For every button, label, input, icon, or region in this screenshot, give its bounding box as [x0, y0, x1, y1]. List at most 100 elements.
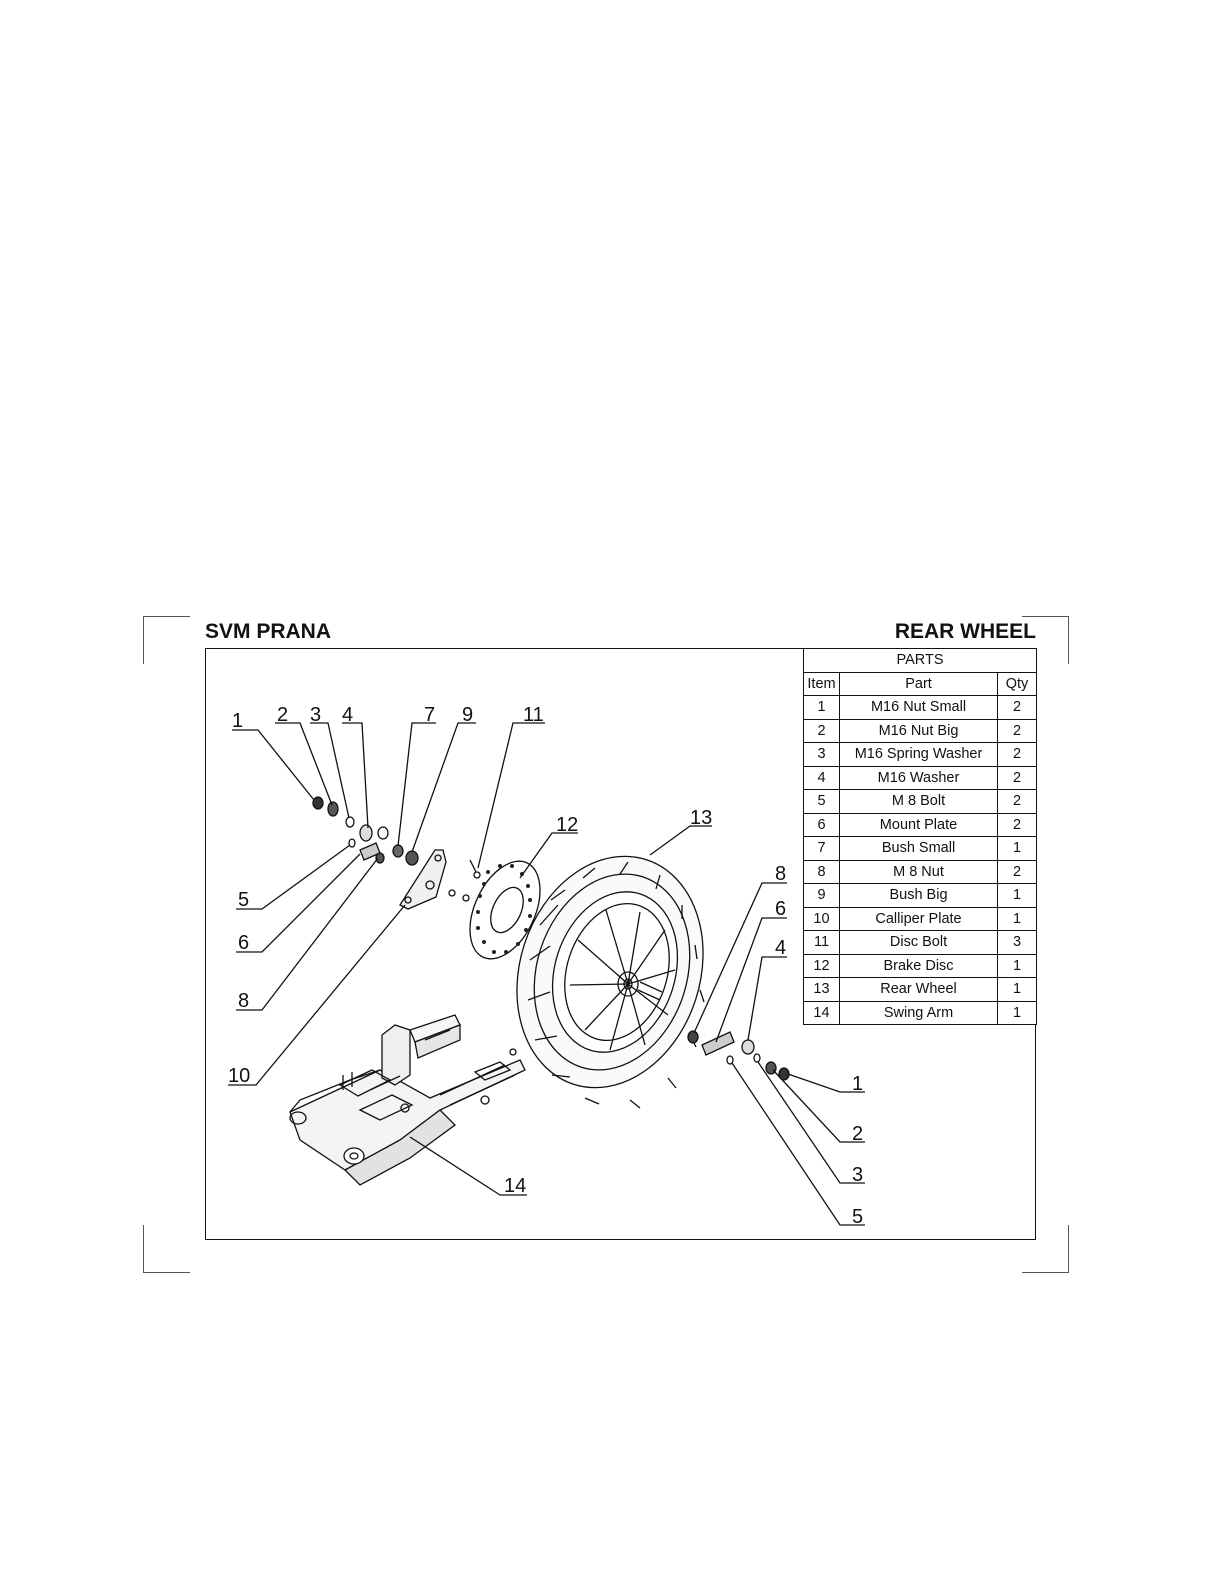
cell-part: Bush Small	[839, 836, 998, 861]
callout-label: 9	[462, 704, 473, 726]
callout-label: 3	[310, 704, 321, 726]
cell-qty: 1	[997, 906, 1037, 931]
callout-label: 14	[504, 1175, 526, 1197]
callout-label: 11	[523, 704, 544, 726]
cell-item: 4	[803, 765, 840, 790]
cell-item: 7	[803, 836, 840, 861]
parts-table-title-row: PARTS	[803, 648, 1037, 673]
crop-mark	[143, 1272, 190, 1273]
callout-label: 5	[238, 889, 249, 911]
callout-label: 2	[277, 704, 288, 726]
leader-lines	[228, 722, 865, 1226]
cell-qty: 2	[997, 718, 1037, 743]
crop-mark	[1068, 1225, 1069, 1273]
rear-wheel-part	[516, 855, 705, 1109]
cell-item: 6	[803, 812, 840, 837]
cell-item: 3	[803, 742, 840, 767]
cell-item: 8	[803, 859, 840, 884]
column-header-item: Item	[803, 671, 840, 696]
cell-qty: 1	[997, 883, 1037, 908]
cell-part: M16 Washer	[839, 765, 998, 790]
callout-label: 3	[852, 1164, 863, 1186]
calliper-plate-part	[399, 849, 447, 910]
parts-table-title: PARTS	[803, 648, 1037, 673]
crop-mark	[1022, 1272, 1069, 1273]
cell-qty: 2	[997, 789, 1037, 814]
cell-item: 5	[803, 789, 840, 814]
cell-part: Calliper Plate	[839, 906, 998, 931]
callout-label: 4	[775, 937, 786, 959]
cell-item: 10	[803, 906, 840, 931]
cell-item: 9	[803, 883, 840, 908]
cell-qty: 2	[997, 812, 1037, 837]
cell-qty: 2	[997, 765, 1037, 790]
cell-qty: 2	[997, 742, 1037, 767]
cell-item: 2	[803, 718, 840, 743]
callout-label: 5	[852, 1206, 863, 1228]
callout-label: 4	[342, 704, 353, 726]
parts-table-header-row: Item Part Qty	[803, 671, 1037, 696]
callout-label: 8	[238, 990, 249, 1012]
callout-label: 1	[232, 710, 243, 732]
callout-label: 6	[775, 898, 786, 920]
crop-mark	[143, 1225, 144, 1273]
cell-qty: 1	[997, 836, 1037, 861]
callout-label: 1	[852, 1073, 863, 1095]
model-title: SVM PRANA	[205, 620, 332, 643]
callout-label: 10	[228, 1065, 250, 1087]
right-hardware-parts	[687, 1030, 790, 1081]
cell-part: Rear Wheel	[839, 977, 998, 1002]
cell-part: M16 Spring Washer	[839, 742, 998, 767]
cell-part: M16 Nut Big	[839, 718, 998, 743]
crop-mark	[143, 616, 144, 664]
cell-item: 11	[803, 930, 840, 955]
cell-item: 13	[803, 977, 840, 1002]
callout-label: 12	[556, 814, 578, 836]
brake-disc-part	[469, 860, 541, 960]
cell-part: Bush Big	[839, 883, 998, 908]
cell-part: M 8 Nut	[839, 859, 998, 884]
crop-mark	[143, 616, 190, 617]
cell-part: Mount Plate	[839, 812, 998, 837]
cell-part: M16 Nut Small	[839, 695, 998, 720]
callout-label: 2	[852, 1123, 863, 1145]
cell-part: Swing Arm	[839, 1000, 998, 1025]
cell-qty: 1	[997, 953, 1037, 978]
cell-item: 14	[803, 1000, 840, 1025]
section-title: REAR WHEEL	[894, 620, 1036, 643]
cell-qty: 1	[997, 977, 1037, 1002]
crop-mark	[1022, 616, 1069, 617]
swing-arm-part	[289, 1014, 526, 1186]
callout-label: 13	[690, 807, 712, 829]
cell-item: 12	[803, 953, 840, 978]
cell-qty: 3	[997, 930, 1037, 955]
cell-qty: 2	[997, 695, 1037, 720]
crop-mark	[1068, 616, 1069, 664]
cell-part: Brake Disc	[839, 953, 998, 978]
callout-label: 8	[775, 863, 786, 885]
left-hardware-parts	[312, 796, 481, 902]
cell-item: 1	[803, 695, 840, 720]
cell-part: Disc Bolt	[839, 930, 998, 955]
cell-qty: 1	[997, 1000, 1037, 1025]
callout-label: 6	[238, 932, 249, 954]
callout-label: 7	[424, 704, 435, 726]
column-header-part: Part	[839, 671, 998, 696]
